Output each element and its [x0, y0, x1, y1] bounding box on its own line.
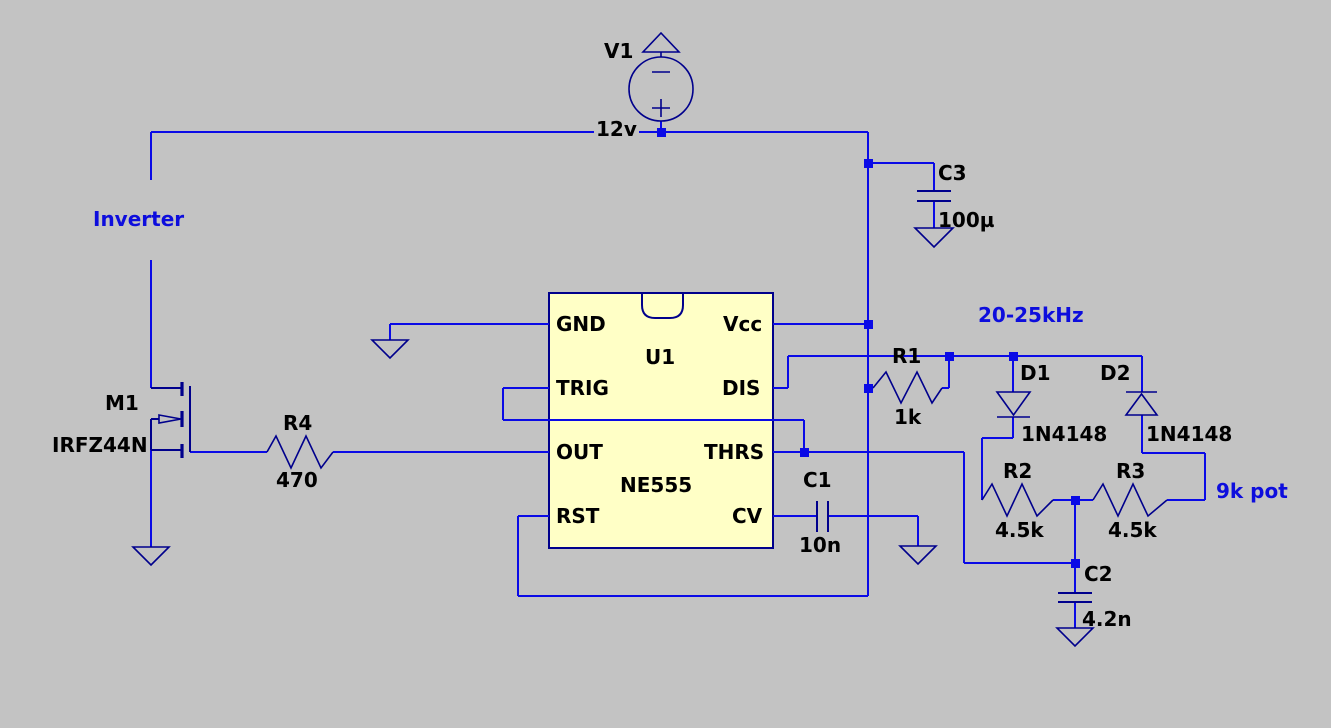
ground-icon[interactable] [1055, 627, 1095, 648]
r4-value-label[interactable]: 470 [276, 468, 318, 492]
m1-mosfet-symbol[interactable] [150, 382, 191, 458]
m1-value-label[interactable]: IRFZ44N [52, 433, 148, 457]
pin-label-trig: TRIG [556, 376, 609, 400]
c3-ref-label[interactable]: C3 [938, 161, 967, 185]
pin-label-thrs: THRS [704, 440, 765, 464]
d1-ref-label[interactable]: D1 [1020, 361, 1051, 385]
d2-value-label[interactable]: 1N4148 [1146, 422, 1233, 446]
ground-symbols[interactable] [131, 227, 1095, 648]
r1-resistor-symbol[interactable] [872, 370, 943, 405]
ground-icon[interactable] [913, 227, 955, 249]
c3-capacitor-symbol[interactable] [917, 190, 951, 202]
r2-value-label[interactable]: 4.5k [995, 518, 1044, 542]
v1-value-label[interactable]: 12v [594, 117, 639, 141]
c1-ref-label[interactable]: C1 [803, 468, 832, 492]
v1-ref-label[interactable]: V1 [604, 39, 634, 63]
ground-icon[interactable] [898, 545, 938, 566]
c1-value-label[interactable]: 10n [799, 533, 842, 557]
ground-icon[interactable] [370, 339, 410, 360]
m1-ref-label[interactable]: M1 [105, 391, 139, 415]
junction-dots [657, 128, 1080, 568]
d2-diode-symbol[interactable] [1124, 391, 1159, 416]
r3-value-label[interactable]: 4.5k [1108, 518, 1157, 542]
pot-annotation[interactable]: 9k pot [1216, 479, 1288, 503]
c1-capacitor-symbol[interactable] [816, 501, 829, 532]
pin-label-gnd: GND [556, 312, 606, 336]
c2-capacitor-symbol[interactable] [1058, 592, 1092, 603]
wire-net[interactable] [150, 121, 1206, 628]
ic-notch-icon [641, 293, 684, 319]
up-arrow-icon [641, 31, 681, 53]
r1-ref-label[interactable]: R1 [892, 344, 922, 368]
d1-diode-symbol[interactable] [995, 391, 1032, 418]
c3-value-label[interactable]: 100µ [938, 208, 995, 232]
v1-voltage-source-symbol[interactable] [628, 31, 694, 122]
r4-resistor-symbol[interactable] [266, 434, 334, 470]
pin-label-dis: DIS [722, 376, 761, 400]
r1-value-label[interactable]: 1k [894, 405, 922, 429]
c2-ref-label[interactable]: C2 [1084, 562, 1113, 586]
pin-label-out: OUT [556, 440, 603, 464]
pin-label-cv: CV [732, 504, 763, 528]
r4-ref-label[interactable]: R4 [283, 411, 313, 435]
r2-ref-label[interactable]: R2 [1003, 459, 1033, 483]
u1-part-label[interactable]: NE555 [620, 473, 693, 497]
c2-value-label[interactable]: 4.2n [1082, 607, 1132, 631]
d2-ref-label[interactable]: D2 [1100, 361, 1131, 385]
r3-resistor-symbol[interactable] [1092, 482, 1168, 518]
r2-resistor-symbol[interactable] [981, 482, 1054, 518]
mosfet-arrow-icon [158, 414, 182, 424]
ground-icon[interactable] [131, 546, 171, 567]
pin-label-vcc: Vcc [723, 312, 763, 336]
frequency-annotation[interactable]: 20-25kHz [978, 303, 1084, 327]
d1-value-label[interactable]: 1N4148 [1021, 422, 1108, 446]
inverter-annotation[interactable]: Inverter [93, 207, 185, 231]
u1-ref-label[interactable]: U1 [645, 345, 676, 369]
r3-ref-label[interactable]: R3 [1116, 459, 1146, 483]
pin-label-rst: RST [556, 504, 600, 528]
